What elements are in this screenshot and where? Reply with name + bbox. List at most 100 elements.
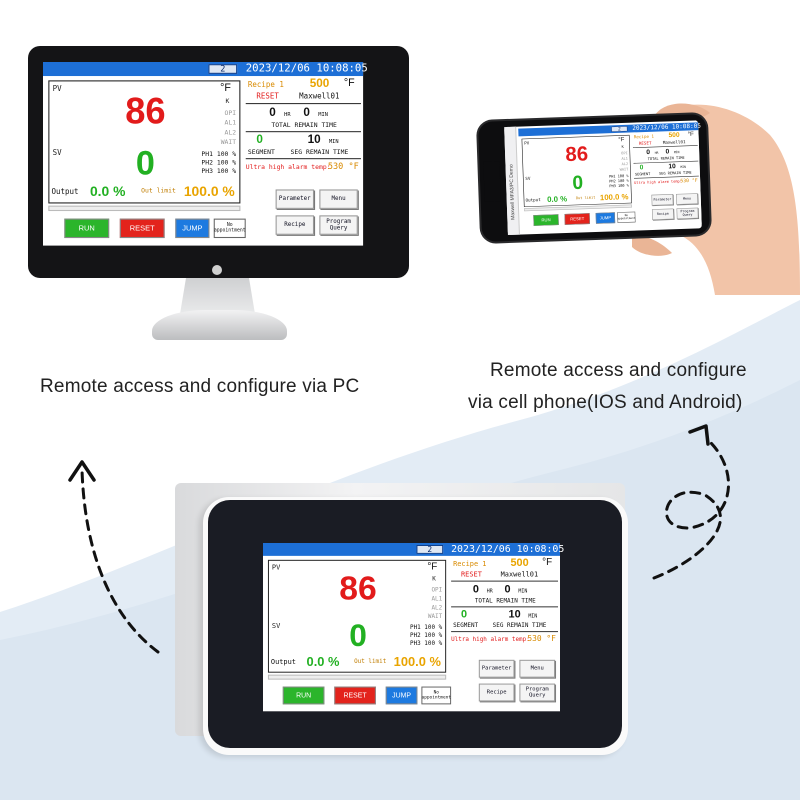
segment-label: SEGMENT: [635, 172, 651, 177]
recipe-button[interactable]: Recipe: [478, 683, 515, 702]
program-query-button[interactable]: Program Query: [676, 207, 699, 220]
recipe-button[interactable]: Recipe: [275, 215, 315, 235]
flag-opi: OPI: [621, 151, 628, 156]
run-state: RESET: [461, 570, 482, 579]
minutes-unit: MIN: [518, 588, 528, 595]
alarm-label: Ultra high alarm temp:: [451, 636, 530, 643]
ph3-value: PH3 100 %: [409, 640, 443, 647]
flag-al1: AL1: [224, 119, 237, 127]
remain-hours: 0: [472, 583, 479, 596]
parameter-button[interactable]: Parameter: [651, 194, 674, 206]
page-number[interactable]: 2: [416, 544, 444, 554]
run-button[interactable]: RUN: [64, 218, 110, 239]
output-value: 0.0 %: [546, 194, 568, 204]
no-appointment-button[interactable]: No appointment: [421, 686, 452, 705]
seg-remain-label: SEG REMAIN TIME: [492, 622, 547, 630]
sv-value: 0: [572, 171, 584, 194]
phone-browser-bar: Maxwell MFA3/PC Demo: [504, 126, 520, 236]
reset-button[interactable]: RESET: [564, 213, 591, 225]
seg-min-unit: MIN: [328, 138, 339, 146]
total-remain-label: TOTAL REMAIN TIME: [271, 121, 337, 129]
temperature-unit: °F: [220, 82, 231, 95]
segment-label: SEGMENT: [247, 148, 275, 156]
alarm-label: Ultra high alarm temp:: [634, 179, 682, 186]
pv-value: 86: [565, 142, 589, 166]
reset-button[interactable]: RESET: [334, 686, 376, 705]
smartphone: Maxwell MFA3/PC Demo 2 2023/12/06 10:08:…: [477, 114, 711, 242]
program-query-button[interactable]: Program Query: [319, 215, 358, 235]
hmi-title-bar: [263, 543, 560, 556]
jump-button[interactable]: JUMP: [175, 218, 210, 239]
divider: [245, 158, 361, 160]
pc-monitor: 2 2023/12/06 10:08:05 PV 86 °F K OPI AL1…: [28, 46, 409, 278]
recipe-label: Recipe 1: [453, 559, 487, 568]
minutes-unit: MIN: [318, 111, 328, 119]
flag-al2: AL2: [224, 128, 237, 137]
alarm-value: 530 °F: [680, 177, 698, 184]
remain-minutes: 0: [665, 147, 670, 156]
datetime-display: 2023/12/06 10:08:05: [451, 543, 565, 555]
no-appointment-button[interactable]: No appointment: [617, 211, 636, 224]
run-state: RESET: [638, 140, 652, 147]
phone-browser-title: Maxwell MFA3/PC Demo: [508, 164, 517, 220]
output-progress-bar: [48, 205, 241, 212]
output-label: Output: [270, 657, 296, 666]
parameter-button[interactable]: Parameter: [478, 659, 515, 678]
menu-button[interactable]: Menu: [519, 659, 556, 678]
segment-value: 0: [639, 163, 644, 172]
program-name: Maxwell01: [299, 92, 340, 101]
pv-sv-panel: PV 86 °F K OPI AL1 AL2 WAIT SV 0 PH1 100…: [48, 80, 241, 204]
run-button[interactable]: RUN: [282, 686, 325, 705]
pc-screen: 2 2023/12/06 10:08:05 PV 86 °F K OPI AL1…: [43, 62, 395, 264]
jump-button[interactable]: JUMP: [595, 212, 616, 224]
flag-wait: WAIT: [619, 167, 629, 172]
menu-button[interactable]: Menu: [319, 189, 358, 209]
alarm-value: 530 °F: [527, 634, 556, 643]
parameter-button[interactable]: Parameter: [275, 189, 315, 209]
out-limit-label: Out limit: [575, 195, 596, 201]
recipe-label: Recipe 1: [247, 80, 284, 89]
pv-label: PV: [524, 140, 530, 146]
hmi-screen-phone: 2 2023/12/06 10:08:05 PV 86 °F K OPI AL1…: [518, 122, 702, 231]
segment-value: 0: [256, 133, 263, 147]
out-limit-label: Out limit: [141, 187, 176, 195]
seg-remain-label: SEG REMAIN TIME: [290, 148, 349, 156]
seg-remain-value: 10: [668, 162, 676, 171]
page-number[interactable]: 2: [208, 64, 238, 74]
run-button[interactable]: RUN: [533, 214, 559, 226]
hmi-title-bar: [43, 62, 364, 77]
seg-min-unit: MIN: [528, 613, 538, 620]
reset-button[interactable]: RESET: [119, 218, 165, 239]
recipe-button[interactable]: Recipe: [651, 208, 674, 220]
recipe-temperature: 500: [309, 77, 330, 91]
thermocouple-type: K: [225, 97, 230, 106]
hmi-screen-device: 2 2023/12/06 10:08:05 PV 86 °F K OPI AL1…: [263, 543, 564, 712]
jump-button[interactable]: JUMP: [385, 686, 418, 705]
recipe-unit: °F: [687, 130, 694, 138]
menu-button[interactable]: Menu: [676, 193, 698, 205]
page-number[interactable]: 2: [611, 126, 628, 132]
sv-label: SV: [271, 622, 281, 631]
pv-sv-panel: PV 86 °F K OPI AL1 AL2 WAIT SV 0 PH1 100…: [267, 559, 447, 673]
out-limit-label: Out limit: [354, 657, 387, 665]
run-state: RESET: [256, 92, 279, 101]
phone-caption-line2: via cell phone(IOS and Android): [468, 392, 743, 413]
hmi-screen-pc: 2 2023/12/06 10:08:05 PV 86 °F K OPI AL1…: [43, 62, 368, 246]
divider: [245, 103, 361, 105]
recipe-label: Recipe 1: [633, 134, 655, 140]
recipe-temperature: 500: [510, 556, 529, 569]
pv-sv-panel: PV 86 °F K OPI AL1 AL2 WAIT SV 0 PH1 100…: [521, 134, 632, 208]
flag-al1: AL1: [431, 595, 443, 603]
seg-remain-value: 10: [307, 133, 321, 147]
recipe-temperature: 500: [668, 131, 680, 139]
datetime-display: 2023/12/06 10:08:05: [245, 63, 368, 75]
program-query-button[interactable]: Program Query: [519, 683, 556, 702]
apple-logo-icon: [212, 265, 222, 275]
flag-wait: WAIT: [220, 138, 237, 147]
remain-minutes: 0: [303, 106, 310, 120]
no-appointment-button[interactable]: No appointment: [213, 218, 246, 239]
remain-minutes: 0: [504, 583, 511, 596]
output-label: Output: [51, 187, 79, 196]
ph3-value: PH3 100 %: [609, 183, 629, 189]
pv-label: PV: [271, 563, 281, 572]
